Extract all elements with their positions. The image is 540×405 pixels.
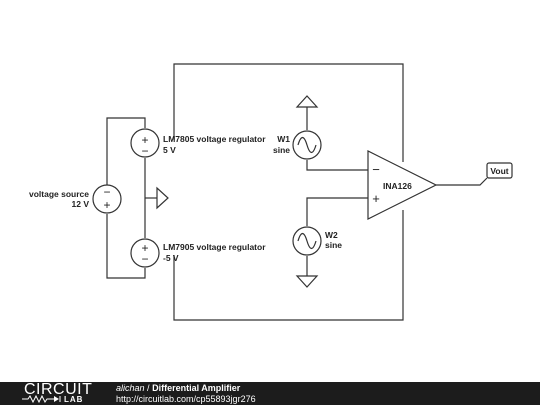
circuitlab-resistor-icon	[22, 395, 61, 403]
ina126-label: INA126	[383, 181, 412, 191]
source-minus-sign: −	[103, 185, 110, 199]
amp-minus-sign: −	[372, 162, 380, 177]
schematic-canvas: − + + − + − − + voltage source 12 V LM78…	[29, 63, 513, 321]
voltage-source-label: voltage source	[29, 189, 89, 199]
lm7805-label: LM7805 voltage regulator	[163, 134, 266, 144]
wire-source-top	[106, 117, 146, 185]
reg-neg-minus-sign: −	[141, 252, 148, 266]
lm7805-regulator-symbol	[130, 128, 160, 158]
wire-w1-minus	[306, 160, 368, 171]
lm7805-value: 5 V	[163, 145, 176, 155]
circuitlab-logo-text: CIRCUIT	[24, 381, 93, 398]
lm7905-label: LM7905 voltage regulator	[163, 242, 266, 252]
circuit-title: Differential Amplifier	[152, 383, 241, 393]
wire-neg5v-supply	[173, 210, 404, 321]
w2-sine-wave-icon	[297, 232, 317, 250]
source-plus-sign: +	[103, 198, 110, 212]
reg-neg-plus-sign: +	[141, 241, 148, 255]
reg-pos-minus-sign: −	[141, 144, 148, 158]
wire-source-bottom	[106, 214, 146, 279]
footer-bar: CIRCUIT LAB alichan / Differential Ampli…	[0, 382, 540, 405]
voltage-source-symbol	[92, 184, 122, 214]
w2-label: W2	[325, 230, 338, 240]
w1-ground-icon	[295, 95, 319, 108]
w1-sine-wave-icon	[297, 136, 317, 154]
w1-label: W1	[277, 134, 290, 144]
author-link[interactable]: alichan	[116, 383, 145, 393]
wire-w2-plus	[306, 197, 368, 226]
voltage-source-value: 12 V	[72, 199, 90, 209]
w2-ground-icon	[295, 275, 319, 288]
center-ground-icon	[156, 186, 169, 210]
amp-plus-sign: +	[372, 191, 380, 206]
vout-label: Vout	[490, 166, 508, 176]
w2-sine-source-symbol	[292, 226, 322, 256]
byline-separator: /	[147, 383, 150, 393]
w2-type: sine	[325, 240, 342, 250]
w1-type: sine	[273, 145, 290, 155]
circuit-url-link[interactable]: http://circuitlab.com/cp55893jgr276	[116, 394, 256, 404]
lm7905-regulator-symbol	[130, 238, 160, 268]
reg-pos-plus-sign: +	[141, 133, 148, 147]
ina126-amplifier-symbol	[367, 150, 438, 220]
circuitlab-logo-lab: LAB	[64, 395, 84, 404]
lm7905-value: -5 V	[163, 253, 179, 263]
circuit-byline: alichan / Differential Amplifier	[116, 383, 240, 394]
w1-sine-source-symbol	[292, 130, 322, 160]
wire-5v-supply	[173, 63, 404, 162]
vout-tag-box	[486, 162, 513, 179]
wire-output	[436, 177, 488, 186]
